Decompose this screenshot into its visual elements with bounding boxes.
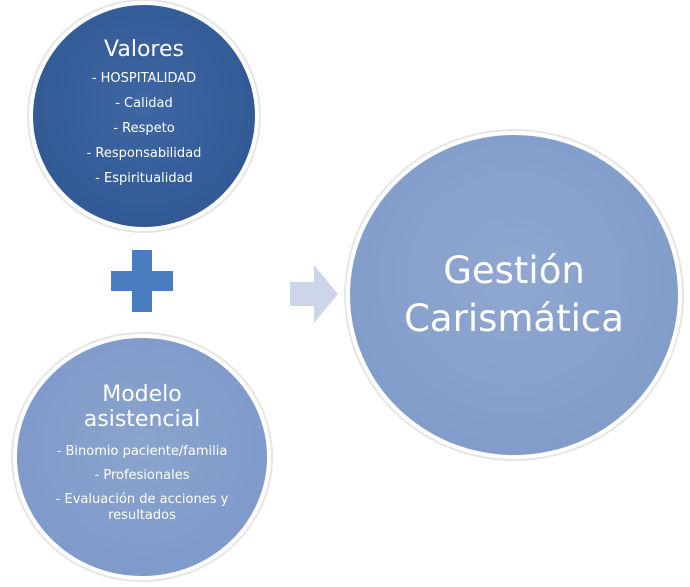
care-model-item: - Binomio paciente/familia: [56, 444, 228, 459]
values-item: - Respeto: [113, 120, 175, 136]
care-model-item: - Evaluación de acciones y resultados: [55, 492, 229, 523]
charismatic-management-circle: Gestión Carismática: [350, 135, 678, 455]
care-model-title: Modelo asistencial: [83, 382, 201, 432]
care-model-circle: Modelo asistencial - Binomio paciente/fa…: [17, 338, 267, 576]
values-title: Valores: [104, 36, 184, 62]
care-model-item: - Profesionales: [94, 468, 190, 483]
charismatic-management-title: Gestión Carismática: [404, 249, 624, 340]
arrow-right-icon: [290, 265, 338, 323]
values-item: - Espiritualidad: [95, 170, 193, 186]
values-item: - Calidad: [115, 95, 173, 111]
values-item: - Responsabilidad: [86, 145, 202, 161]
values-circle: Valores - HOSPITALIDAD - Calidad - Respe…: [33, 5, 255, 227]
plus-icon: [111, 250, 173, 312]
values-item: - HOSPITALIDAD: [91, 70, 197, 86]
